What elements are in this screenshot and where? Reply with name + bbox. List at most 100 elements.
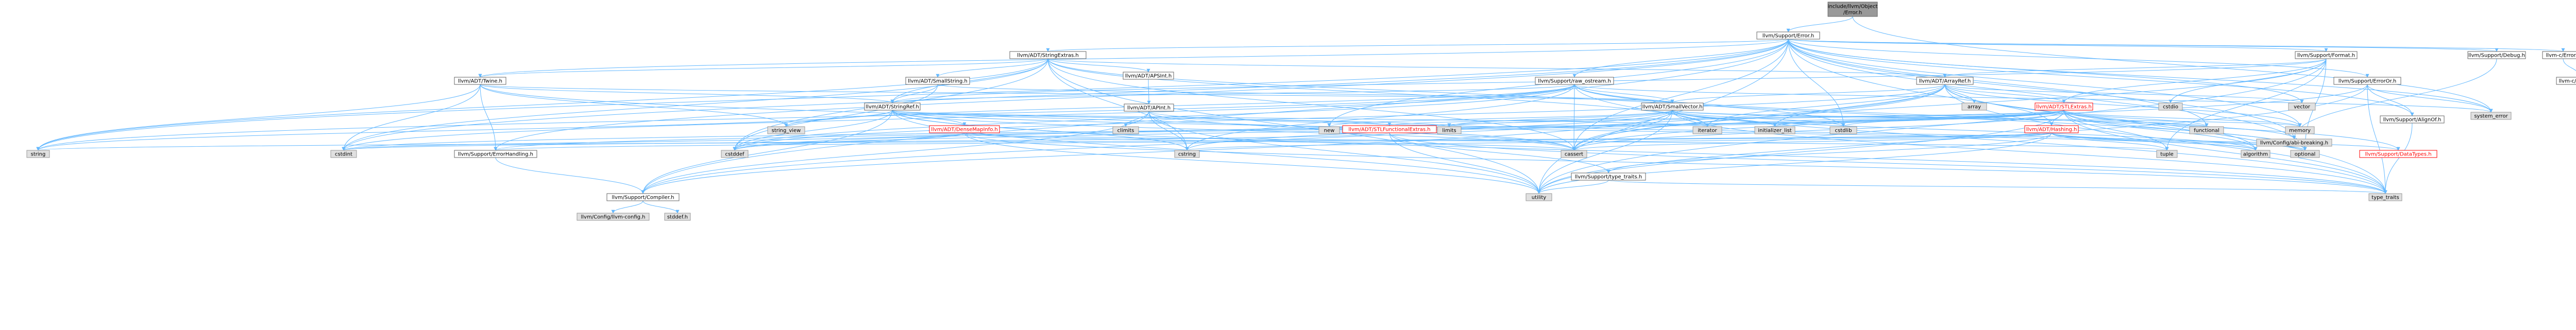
node-smallvector[interactable]: llvm/ADT/SmallVector.h xyxy=(1641,102,1704,111)
node-rawostream[interactable]: llvm/Support/raw_ostream.h xyxy=(1535,77,1614,85)
node-datatypes[interactable]: llvm/Support/DataTypes.h xyxy=(2359,150,2437,158)
node-errorh[interactable]: llvm-c/Error.h xyxy=(2542,51,2576,59)
node-s_tuple: tuple xyxy=(2156,150,2178,158)
node-box-s_stddef xyxy=(664,213,691,221)
edge-stringextras-to-s_string xyxy=(36,58,1048,151)
edge-rawostream-to-smallvector xyxy=(1574,84,1674,103)
edge-smallvector-to-s_cstdlib xyxy=(1672,110,1845,127)
node-box-s_utility xyxy=(1526,193,1552,201)
edge-root-to-error xyxy=(1786,16,1853,32)
node-s_optional: optional xyxy=(2290,150,2320,158)
node-debug[interactable]: llvm/Support/Debug.h xyxy=(2467,51,2526,59)
edge-stringextras-to-s_cstdlib xyxy=(1047,58,1845,127)
edge-rawostream-to-datatypes xyxy=(1574,84,2400,151)
edge-format-to-s_cstdio xyxy=(2168,58,2327,103)
node-label-stringref: llvm/ADT/StringRef.h xyxy=(866,105,919,110)
edge-erroror-to-s_utility xyxy=(1537,84,2368,194)
node-label-s_stddef: stddef.h xyxy=(667,215,688,220)
node-apsint[interactable]: llvm/ADT/APSInt.h xyxy=(1123,72,1174,80)
edge-stringextras-to-twine xyxy=(478,58,1048,78)
node-label-s_new: new xyxy=(1324,128,1335,134)
node-densemapinfo[interactable]: llvm/ADT/DenseMapInfo.h xyxy=(929,125,1000,133)
node-label-debug: llvm/Support/Debug.h xyxy=(2468,53,2525,59)
node-root[interactable]: include/llvm/Object/Error.h xyxy=(1827,2,1878,17)
node-label-s_functional: functional xyxy=(2194,128,2219,134)
node-arrayref[interactable]: llvm/ADT/ArrayRef.h xyxy=(1916,77,1974,85)
node-box-s_iterator xyxy=(1692,126,1722,134)
edge-error-to-cfgbreaking xyxy=(1788,39,2296,140)
node-box-errorh xyxy=(2542,51,2576,59)
node-label-llvmconfig: llvm/Config/llvm-config.h xyxy=(581,215,646,220)
node-label-externc: llvm-c/ExternC.h xyxy=(2559,79,2576,84)
edge-error-to-errorh xyxy=(1788,39,2565,52)
node-box-stlextras xyxy=(2035,102,2093,111)
edge-apint-to-s_climits xyxy=(1124,111,1149,127)
edge-stlextras-to-s_typetraits xyxy=(2063,110,2387,194)
edge-compiler-to-llvmconfig xyxy=(611,200,643,214)
edge-rawostream-to-stringref xyxy=(890,84,1575,103)
node-label-rawostream: llvm/Support/raw_ostream.h xyxy=(1538,79,1611,84)
edge-arrayref-to-smallvector xyxy=(1670,84,1945,103)
node-box-s_initlist xyxy=(1754,126,1795,134)
node-label-smallvector: llvm/ADT/SmallVector.h xyxy=(1642,105,1703,110)
edge-typetraits-to-s_typetraits xyxy=(1608,180,2387,194)
node-alignof[interactable]: llvm/Support/AlignOf.h xyxy=(2380,115,2445,124)
node-s_cstdint: cstdint xyxy=(330,150,357,158)
node-label-root: /Error.h xyxy=(1843,10,1862,16)
node-erroror[interactable]: llvm/Support/ErrorOr.h xyxy=(2333,77,2401,85)
node-label-arrayref: llvm/ADT/ArrayRef.h xyxy=(1919,79,1971,84)
node-label-s_cstring: cstring xyxy=(1178,152,1196,158)
node-label-alignof: llvm/Support/AlignOf.h xyxy=(2383,117,2442,123)
edge-stlextras-to-s_memory xyxy=(2063,110,2302,127)
edge-densemapinfo-to-s_cassert xyxy=(964,132,1576,151)
node-stringref[interactable]: llvm/ADT/StringRef.h xyxy=(864,102,921,111)
edge-stringref-to-s_iterator xyxy=(892,110,1709,127)
node-s_limits: limits xyxy=(1437,126,1462,134)
node-s_climits: climits xyxy=(1112,126,1139,134)
edge-apint-to-s_utility xyxy=(1148,111,1541,194)
node-stlfunctionalextras[interactable]: llvm/ADT/STLFunctionalExtras.h xyxy=(1342,125,1437,133)
node-twine[interactable]: llvm/ADT/Twine.h xyxy=(454,77,506,85)
edge-smallvector-to-s_functional xyxy=(1672,110,2209,127)
node-smallstring[interactable]: llvm/ADT/SmallString.h xyxy=(905,77,970,85)
node-format[interactable]: llvm/Support/Format.h xyxy=(2295,51,2358,59)
edge-stlextras-to-s_algorithm xyxy=(2063,110,2258,151)
node-label-s_tuple: tuple xyxy=(2160,152,2174,158)
edge-format-to-stlextras xyxy=(2062,58,2327,103)
edge-format-to-arrayref xyxy=(1943,58,2327,78)
node-box-s_cstdlib xyxy=(1829,126,1857,134)
node-box-smallvector xyxy=(1641,102,1704,111)
node-box-llvmconfig xyxy=(577,213,650,221)
node-externc[interactable]: llvm-c/ExternC.h xyxy=(2556,77,2576,85)
edge-erroror-to-s_cassert xyxy=(1572,84,2368,151)
node-box-error xyxy=(1756,31,1820,40)
node-label-s_cstdlib: cstdlib xyxy=(1835,128,1852,134)
node-box-s_string xyxy=(26,150,50,158)
edge-error-to-compiler xyxy=(641,39,1789,194)
edge-errorhandling-to-compiler xyxy=(495,157,645,194)
edge-stringref-to-densemapinfo xyxy=(892,110,967,126)
node-s_cstring: cstring xyxy=(1174,150,1200,158)
node-apint[interactable]: llvm/ADT/APInt.h xyxy=(1124,103,1174,112)
node-box-s_cstdio xyxy=(2158,102,2183,111)
edge-stringref-to-compiler xyxy=(641,110,893,194)
node-box-typetraits xyxy=(1571,172,1646,181)
node-stringextras[interactable]: llvm/ADT/StringExtras.h xyxy=(1009,51,1087,59)
node-label-stringextras: llvm/ADT/StringExtras.h xyxy=(1017,53,1079,59)
node-compiler[interactable]: llvm/Support/Compiler.h xyxy=(606,193,680,201)
edge-twine-to-s_string xyxy=(36,84,481,151)
node-box-s_climits xyxy=(1112,126,1139,134)
edge-error-to-alignof xyxy=(1788,39,2414,116)
node-stlextras[interactable]: llvm/ADT/STLExtras.h xyxy=(2035,102,2093,111)
node-errorhandling[interactable]: llvm/Support/ErrorHandling.h xyxy=(454,150,537,158)
node-error[interactable]: llvm/Support/Error.h xyxy=(1756,31,1820,40)
node-typetraits[interactable]: llvm/Support/type_traits.h xyxy=(1571,172,1646,181)
edge-stringextras-to-smallstring xyxy=(936,58,1048,78)
edge-erroror-to-s_typetraits xyxy=(2367,84,2387,194)
edge-arrayref-to-s_algorithm xyxy=(1944,84,2258,151)
node-s_new: new xyxy=(1318,126,1340,134)
node-label-cfgbreaking: llvm/Config/abi-breaking.h xyxy=(2260,141,2328,146)
node-box-stringref xyxy=(864,102,921,111)
node-hashing[interactable]: llvm/ADT/Hashing.h xyxy=(2024,125,2079,133)
node-label-s_utility: utility xyxy=(1532,195,1547,201)
